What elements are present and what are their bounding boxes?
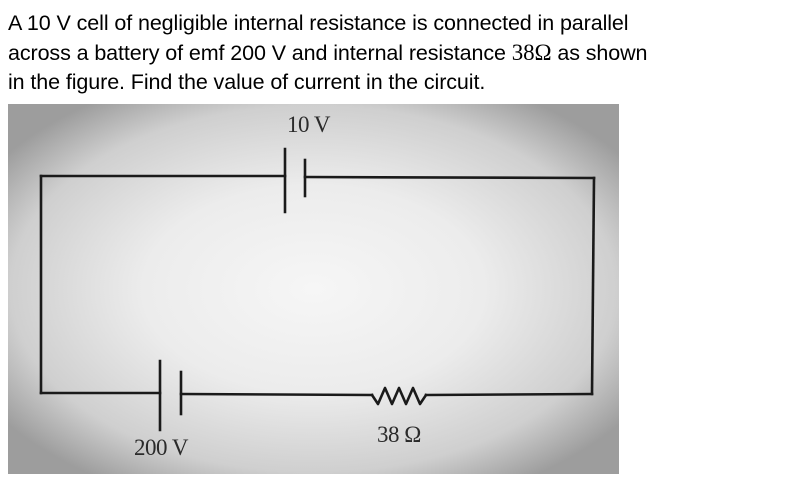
- question-line-1: A 10 V cell of negligible internal resis…: [8, 9, 800, 38]
- resistance-math: 38Ω: [511, 40, 552, 65]
- right-wire: [590, 176, 596, 396]
- question-line-3-text: in the figure. Find the value of current…: [8, 70, 486, 94]
- question-line-2: across a battery of emf 200 V and intern…: [8, 38, 800, 68]
- top-wire-right: [303, 175, 596, 180]
- question-line-1-text: A 10 V cell of negligible internal resis…: [8, 11, 629, 35]
- question-line-3: in the figure. Find the value of current…: [8, 68, 800, 97]
- bottom-wire-middle: [179, 392, 374, 397]
- question-line-2-tail: as shown: [551, 41, 648, 65]
- circuit-diagram: [39, 147, 596, 432]
- top-cell-label: 10 V: [287, 112, 330, 137]
- bottom-wire-right: [424, 392, 594, 397]
- battery-label: 200 V: [134, 435, 188, 460]
- question-line-2-text: across a battery of emf 200 V and intern…: [8, 41, 512, 65]
- resistor-label: 38 Ω: [377, 422, 421, 447]
- circuit-figure: 10 V 200 V 38 Ω: [8, 104, 619, 474]
- resistor-zigzag: [370, 386, 428, 406]
- question-text: A 10 V cell of negligible internal resis…: [8, 9, 800, 97]
